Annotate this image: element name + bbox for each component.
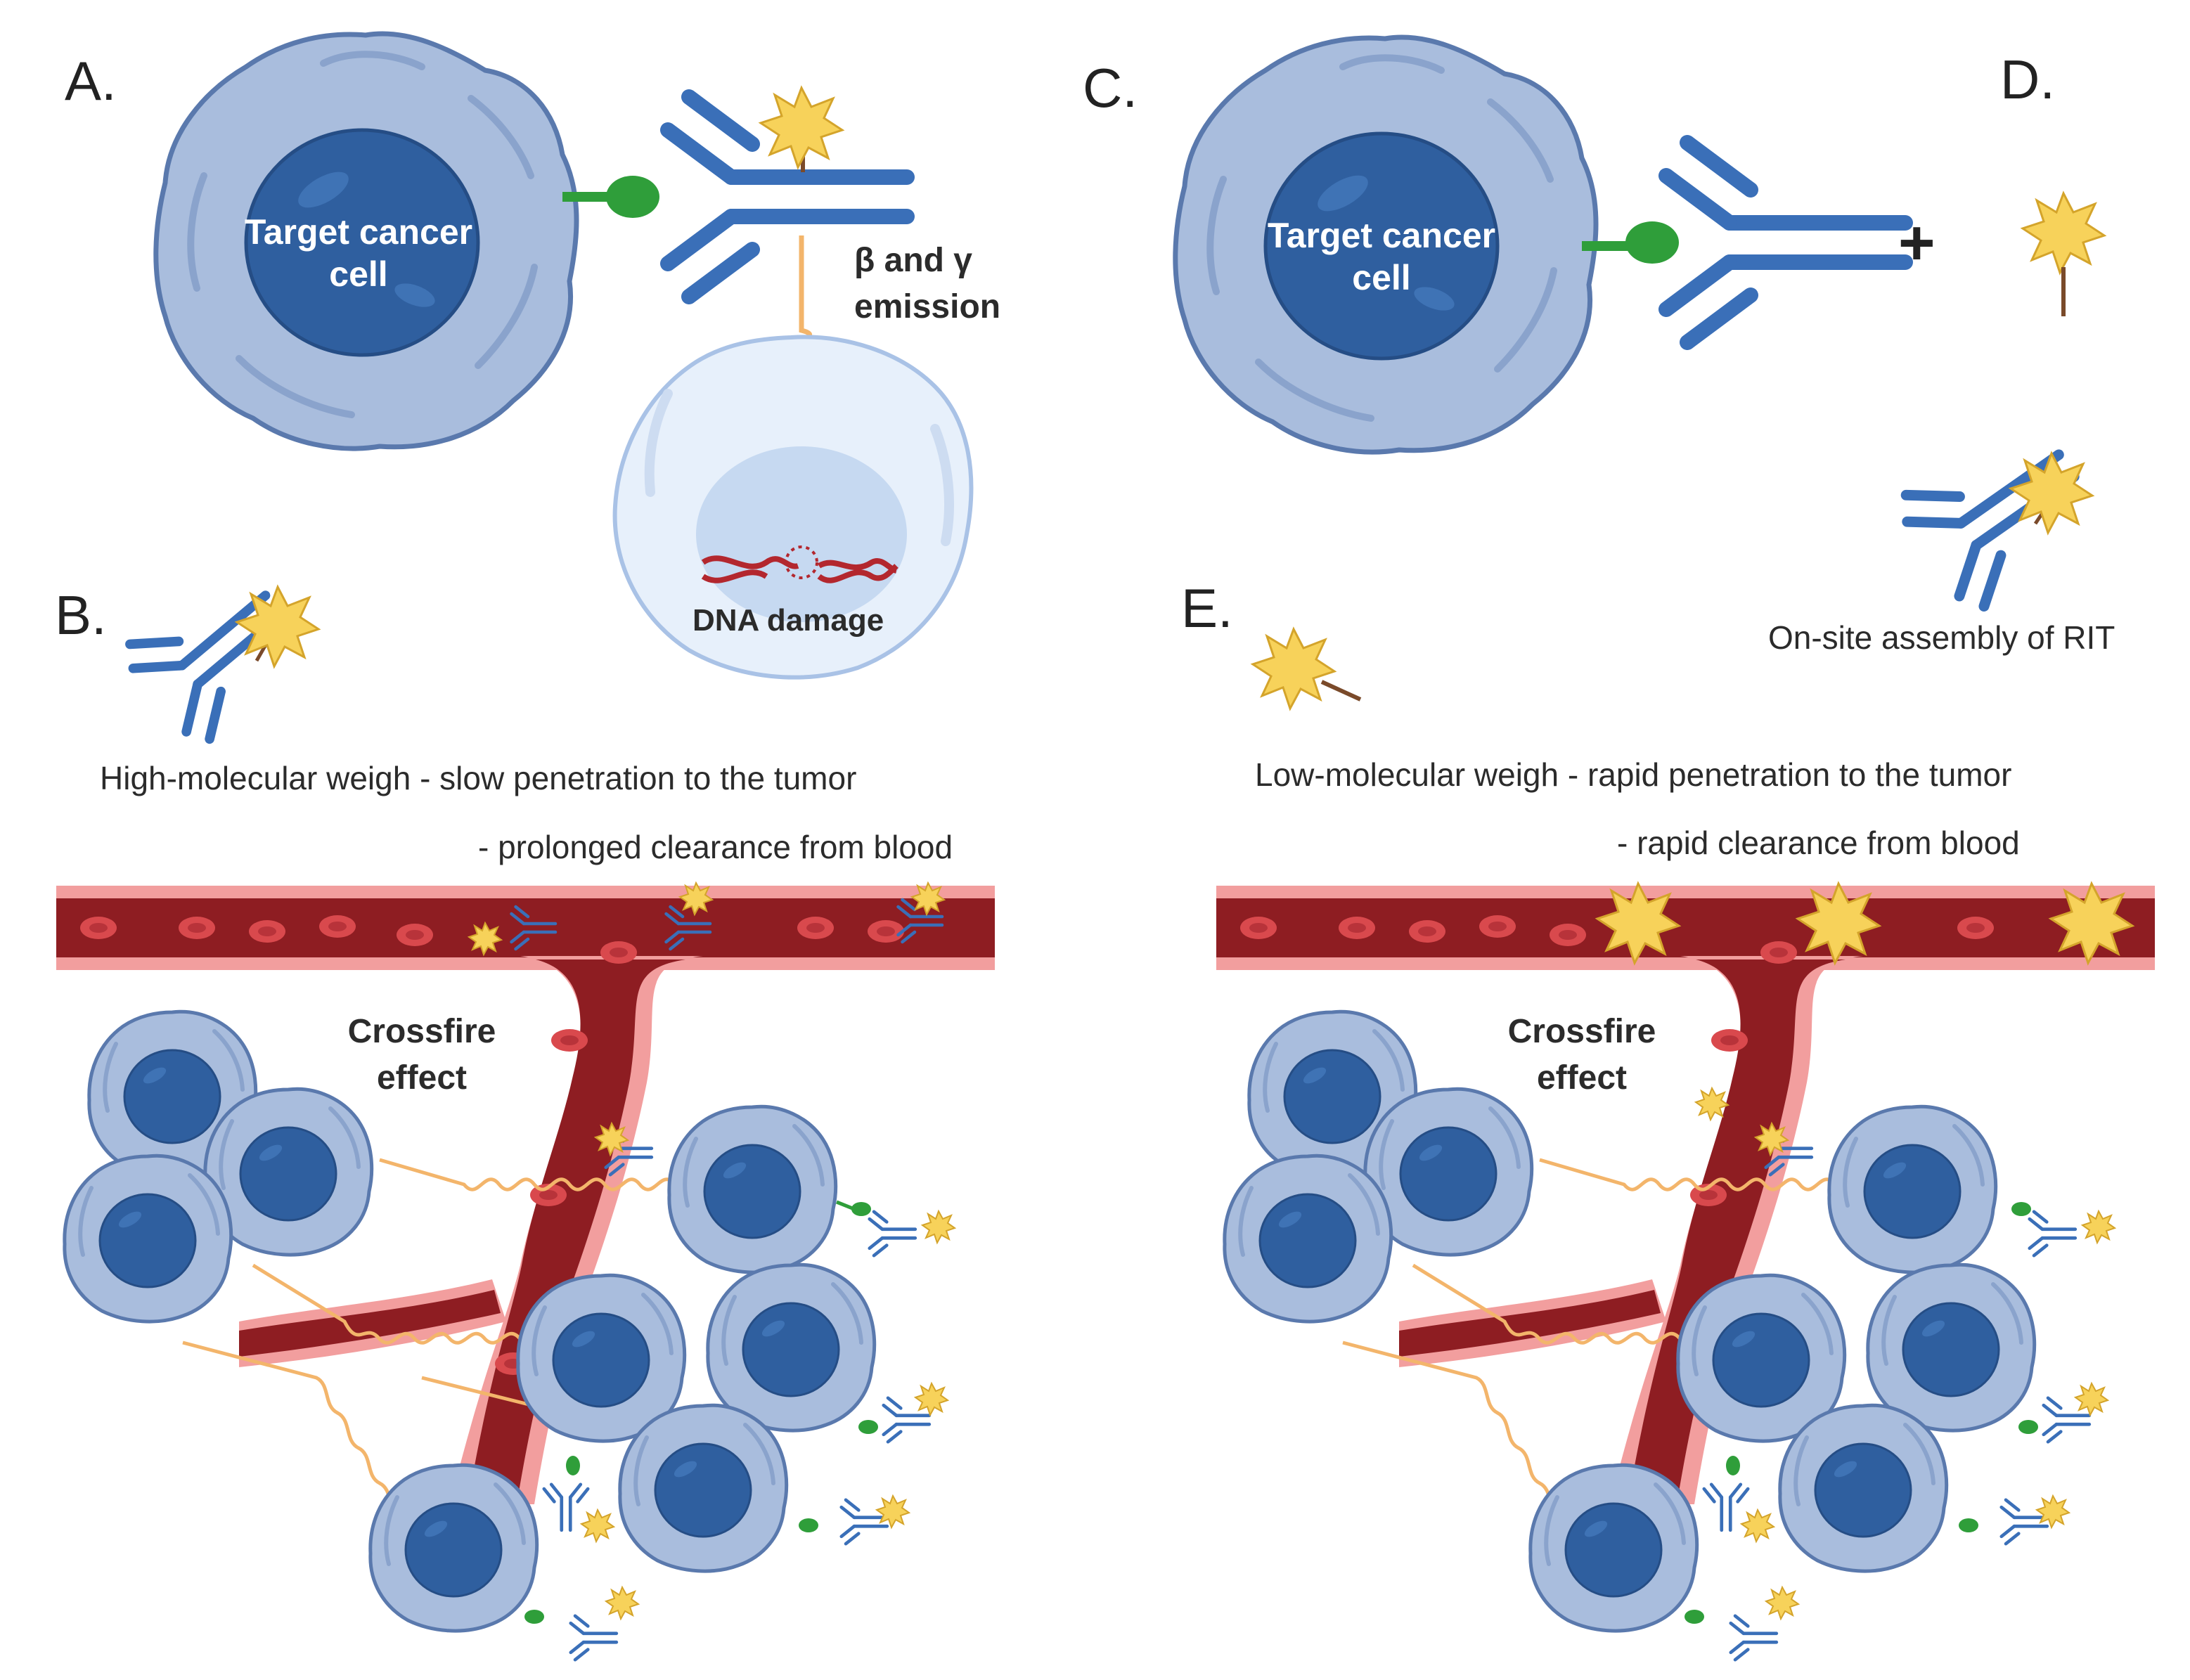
- left-tumor-scene: [56, 882, 995, 1660]
- crossfire-label-right: Crossfire effect: [1507, 1013, 1656, 1097]
- dna-damage-label: DNA damage: [693, 603, 884, 638]
- right-caption-line1: Low-molecular weigh - rapid penetration …: [1255, 756, 2012, 793]
- assembled-radionuclide-icon: [2009, 452, 2094, 534]
- crossfire-label-left: Crossfire effect: [347, 1013, 496, 1097]
- panel-label-c: C.: [1083, 57, 1138, 119]
- radionuclide-star-icon: [1251, 628, 1336, 710]
- panel-label-a: A.: [65, 50, 117, 112]
- right-caption-line2: - rapid clearance from blood: [1617, 825, 2020, 861]
- target-cell-label-c: Target cancer cell: [1267, 216, 1496, 297]
- panel-a-illustration: [156, 34, 974, 680]
- panel-c-illustration: [1175, 37, 1905, 452]
- panel-label-e: E.: [1181, 577, 1233, 639]
- radionuclide-star-icon: [236, 586, 320, 668]
- radionuclide-star-icon: [759, 86, 844, 169]
- antibody-icon: [1666, 143, 1905, 342]
- panel-label-b: B.: [55, 584, 107, 646]
- left-caption-line2: - prolonged clearance from blood: [478, 829, 953, 865]
- radionuclide-star-icon: [2021, 192, 2106, 274]
- right-tumor-scene: [1216, 882, 2155, 1660]
- panel-e-radionuclide: [1251, 628, 1362, 710]
- panel-b-antibody-conjugate: [120, 557, 320, 747]
- antigen-head-icon: [606, 176, 659, 218]
- damaged-cell-icon: [612, 335, 974, 680]
- target-cell-label-a: Target cancer cell: [244, 212, 473, 294]
- plus-sign: +: [1898, 208, 1935, 278]
- panel-label-d: D.: [2000, 49, 2055, 110]
- panel-d-illustration: [1894, 192, 2106, 614]
- dna-helix-icon: [701, 545, 898, 583]
- onsite-assembly-caption: On-site assembly of RIT: [1768, 619, 2115, 656]
- emission-label: β and γ emission: [854, 242, 1001, 325]
- left-caption-line1: High-molecular weigh - slow penetration …: [100, 760, 857, 796]
